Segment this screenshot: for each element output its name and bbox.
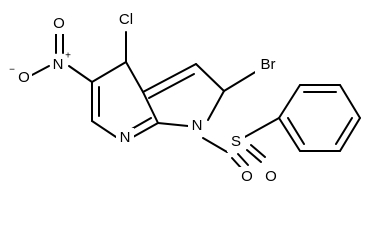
bond-c4-c5 [91,61,127,83]
atom-label-layer: Cl Br N + O O − N N [9,10,281,187]
bond-nitro-n-o-left [31,65,50,76]
bond-s-o-right-b [250,144,266,158]
nitro-oxygen-left-text: O [18,69,30,86]
bond-c3-c2 [195,63,225,92]
sulfur-text: S [231,133,241,150]
bond-c2-br [223,70,258,92]
sulfonyl-oxygen-right-label: O [262,167,280,187]
bond-layer [31,31,361,170]
bond-phenyl-3 [339,84,361,119]
nitro-oxygen-left-label: O − [9,65,32,88]
bond-c7a-c3a [142,91,159,124]
nitro-oxygen-top-text: O [53,15,65,32]
sulfur-label: S [227,132,245,152]
bromine-label: Br [255,55,281,75]
chemical-structure: Cl Br N + O O − N N [9,10,361,187]
bond-phenyl-6-inner [287,117,305,145]
pyrrole-nitrogen-label: N [188,116,206,136]
bond-c4-c3a [125,61,144,93]
bond-n7-c7a [132,122,159,138]
bond-c6-n7 [91,120,117,138]
nitro-oxygen-top-label: O [51,14,67,34]
chlorine-label: Cl [116,10,137,30]
sulfonyl-oxygen-left-label: O [238,167,256,187]
bond-c3a-c3-inner [148,73,195,99]
bond-phenyl-4-inner [335,117,353,145]
bond-c5-nitro-n [68,65,93,83]
bromine-text: Br [261,56,276,73]
pyrrole-nitrogen-text: N [192,117,203,134]
nitro-minus-charge: − [9,65,15,76]
bond-n1-s [202,137,228,153]
sulfonyl-oxygen-right-text: O [265,168,277,185]
bond-c3a-c3 [142,63,197,93]
nitro-plus-charge: + [65,51,71,62]
pyridine-nitrogen-label: N [116,128,134,148]
nitro-nitrogen-label: N + [50,51,71,75]
bond-n1-c7a [157,122,189,127]
bond-phenyl-1 [278,84,301,119]
bond-s-phenyl [242,117,280,139]
bond-c2-n1 [207,90,225,121]
bond-s-o-left-b [237,153,249,166]
pyridine-nitrogen-text: N [120,129,131,146]
sulfonyl-oxygen-left-text: O [241,168,253,185]
bond-s-o-right-a [246,149,262,163]
bond-phenyl-6 [278,117,301,152]
nitro-nitrogen-text: N [53,56,64,73]
bond-phenyl-4 [339,117,361,152]
chlorine-text: Cl [119,11,133,28]
